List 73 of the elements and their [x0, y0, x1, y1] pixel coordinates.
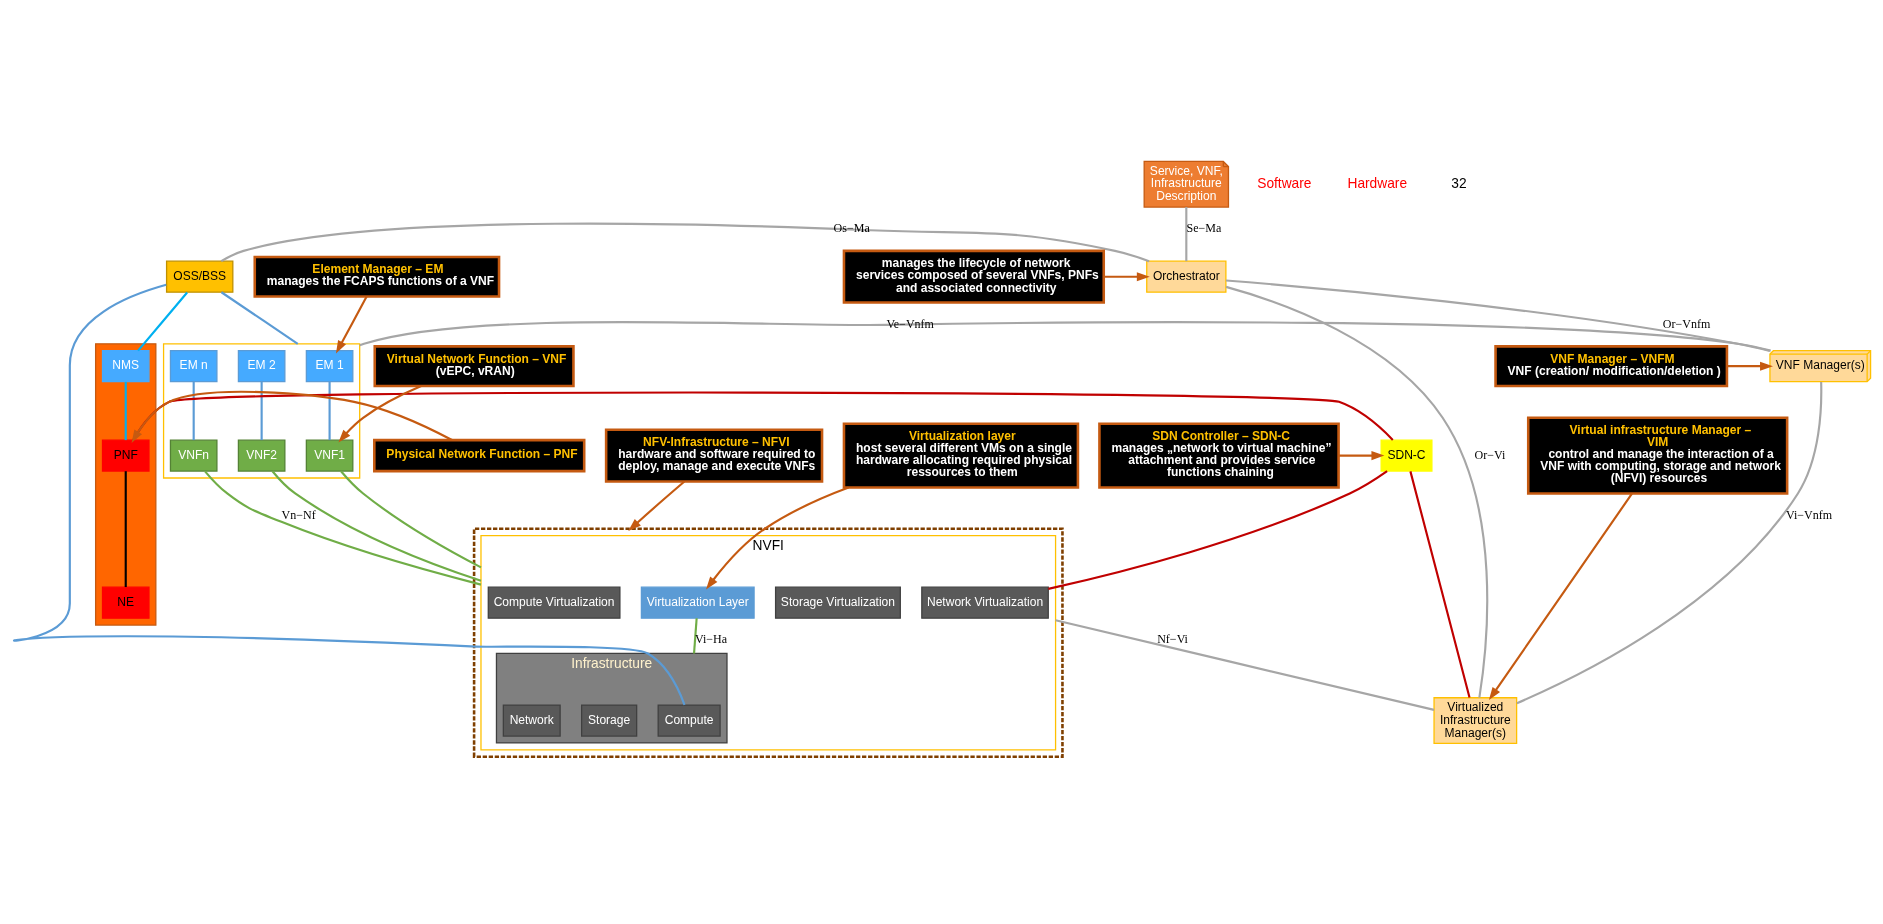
connector	[124, 381, 127, 440]
node-box: SDN-C	[1380, 439, 1433, 472]
connector	[137, 291, 188, 351]
label: Hardware	[1347, 175, 1408, 190]
node-box: Virtual Network Function – VNF (vEPC, vRAN)	[373, 344, 575, 387]
edge-label: Se−Ma	[1186, 220, 1222, 235]
connector	[1048, 469, 1388, 590]
connector	[220, 222, 1150, 262]
connector	[204, 470, 482, 586]
node-box: Virtualization layer host several different VMs on a single hardware allocating required physical ressources to them	[842, 422, 1080, 489]
connector	[124, 470, 127, 587]
connector	[328, 381, 331, 440]
node-box: Storage Virtualization	[774, 586, 901, 619]
connector	[260, 381, 263, 440]
node-box: EM 1	[305, 349, 354, 382]
arrow	[131, 390, 453, 443]
node-box: Network Virtualization	[921, 586, 1049, 619]
edge-label: Or−Vnfm	[1662, 316, 1711, 331]
connector	[340, 470, 482, 568]
arrow	[1727, 361, 1773, 371]
arrow	[1488, 492, 1633, 700]
node-box: VNF Manager – VNFM VNF (creation/ modification/deletion )	[1494, 344, 1729, 387]
edge-label: Vi−Vnfm	[1785, 507, 1833, 522]
connector	[1225, 278, 1771, 352]
connector	[692, 617, 698, 654]
cluster	[94, 342, 157, 626]
edge-label: Or−Vi	[1474, 447, 1506, 462]
node-box: PNF	[101, 439, 150, 472]
node-box: OSS/BSS	[165, 260, 234, 293]
arrow	[1338, 450, 1385, 460]
connector	[1225, 285, 1489, 698]
connector	[132, 391, 1394, 441]
connector	[220, 290, 299, 345]
arrow	[1104, 271, 1150, 281]
edge-label: Ve−Vnfm	[886, 316, 934, 331]
label: Software	[1257, 175, 1312, 190]
node-box: SDN Controller – SDN-C manages „network to virtual machine” attachment and provides service functions chaining	[1098, 422, 1340, 489]
arrow	[338, 384, 422, 443]
node-box: NE	[101, 586, 150, 619]
node-box: VNF2	[237, 439, 286, 472]
connector	[1516, 381, 1823, 704]
node-box: Physical Network Function – PNF	[373, 438, 586, 472]
node-box: NMS	[101, 349, 150, 382]
connector	[1185, 206, 1188, 261]
node-box: Compute Virtualization	[487, 586, 621, 619]
connector	[192, 381, 195, 440]
edge-label: Os−Ma	[833, 220, 870, 235]
node-box: Element Manager – EM manages the FCAPS functions of a VNF	[253, 255, 501, 298]
node-box: Storage	[580, 703, 638, 737]
edge-label: Vn−Nf	[281, 507, 316, 522]
label: 32	[1451, 175, 1467, 190]
node-box: EM 2	[237, 349, 286, 382]
node-box: NFV-Infrastructure – NFVI hardware and software required to deploy, manage and execute VNFs	[604, 428, 824, 483]
node-box: EM n	[169, 349, 218, 382]
node-box: VNF1	[305, 439, 354, 472]
node-box: Virtualized Infrastructure Manager(s)	[1433, 696, 1518, 744]
connector	[1409, 470, 1471, 698]
node-box: Orchestrator	[1146, 260, 1227, 293]
edge-label: Nf−Vi	[1157, 631, 1188, 646]
node-box: Virtualization Layer	[640, 586, 755, 619]
arrow	[335, 295, 368, 353]
node-box: manages the lifecycle of network services composed of several VNFs, PNFs and associated connectivity	[842, 249, 1106, 304]
node-box: Compute	[657, 703, 721, 737]
node-box: VNFn	[169, 439, 218, 472]
arrow	[706, 486, 849, 590]
cluster	[162, 342, 361, 479]
node-box: Network	[502, 703, 561, 737]
connector	[359, 320, 1771, 352]
connector	[271, 470, 482, 582]
node-box: Virtual infrastructure Manager – VIM control and manage the interaction of a VNF with computing, storage and network (NFVI) resources	[1526, 415, 1789, 495]
connector	[15, 283, 686, 705]
connector	[1055, 618, 1435, 711]
arrow	[628, 480, 686, 531]
